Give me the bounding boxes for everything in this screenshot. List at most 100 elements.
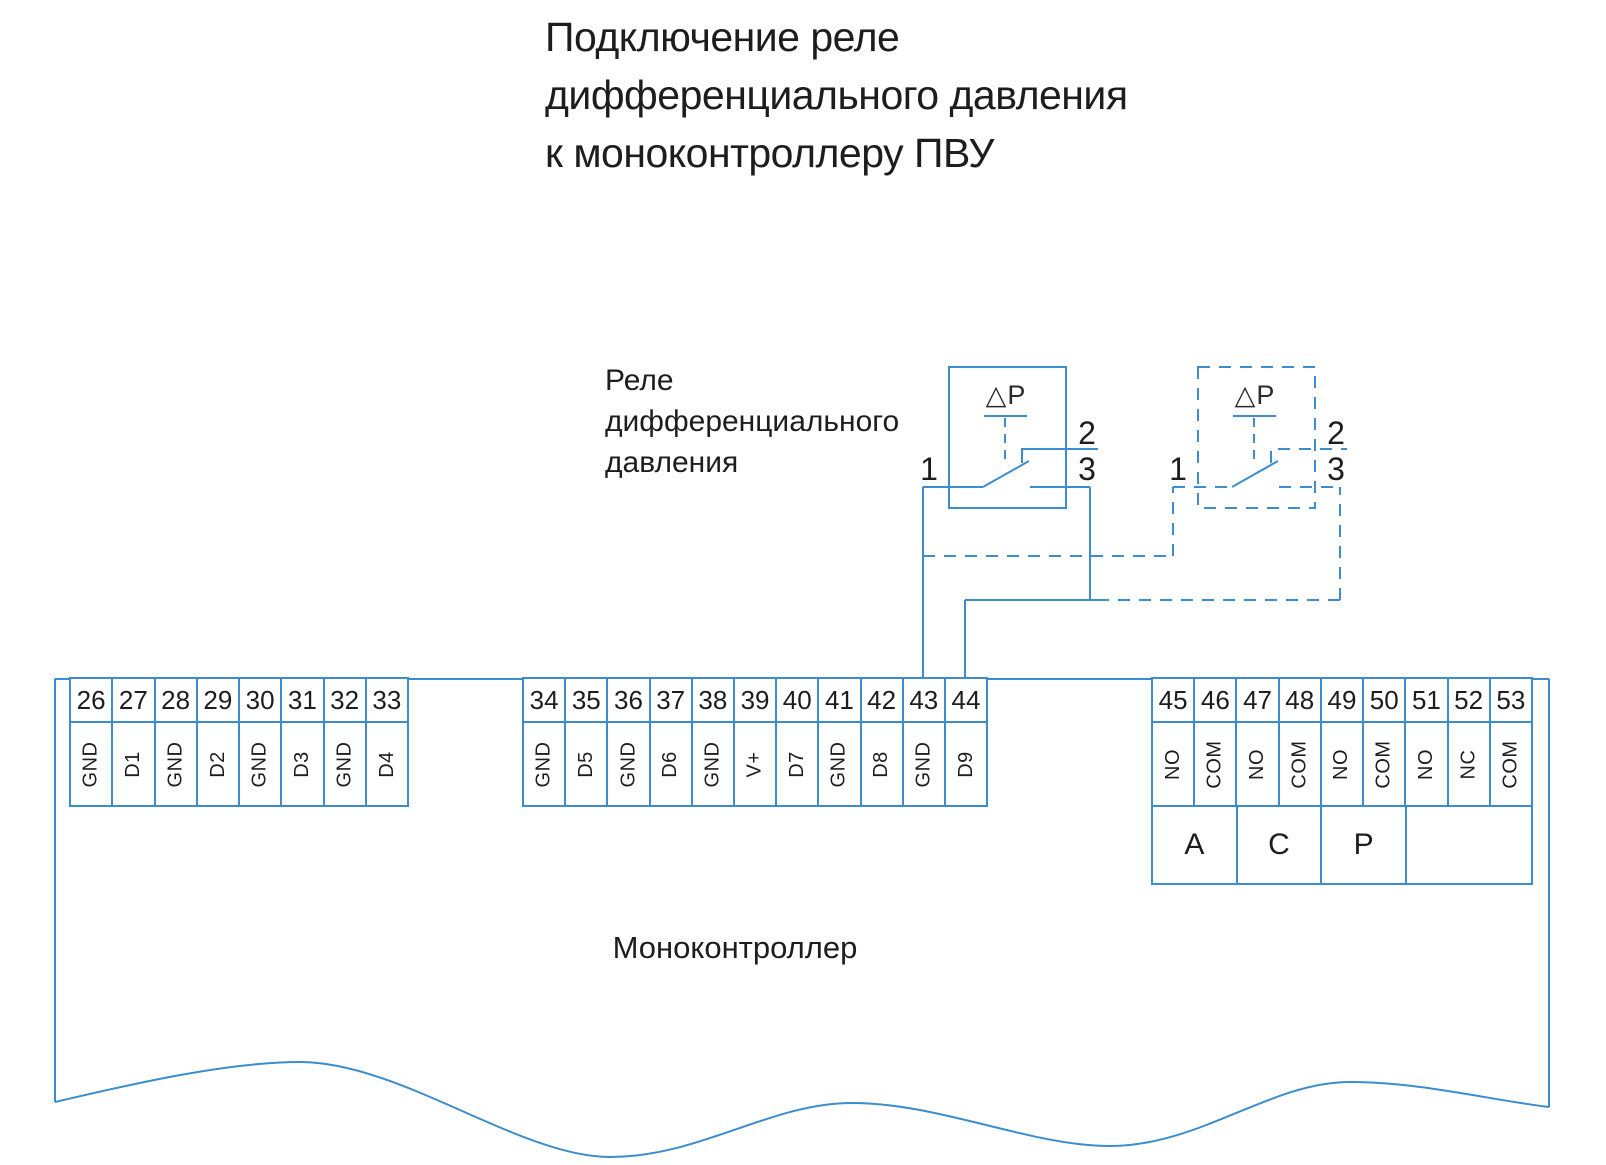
terminal-48-number: 48: [1277, 679, 1320, 721]
terminal-27-label-cell: D1: [111, 723, 153, 805]
terminal-43-number: 43: [901, 679, 944, 721]
relay-1-contact-2: [1021, 448, 1098, 463]
terminal-39-label-cell: V+: [732, 723, 775, 805]
terminal-46-label: COM: [1203, 739, 1226, 789]
terminal-30-label: GND: [248, 741, 271, 787]
terminal-35-number: 35: [564, 679, 606, 721]
relay-2-pin-1-label: 1: [1169, 451, 1187, 487]
drawing-title-line-2: дифференциального давления: [545, 72, 1128, 118]
relay-1-switch-blade: [982, 460, 1030, 488]
terminal-51-label-cell: NO: [1404, 723, 1446, 805]
terminal-51-number: 51: [1404, 679, 1446, 721]
terminal-33-label: D4: [375, 750, 398, 778]
terminal-38-number: 38: [690, 679, 733, 721]
terminal-38-label-cell: GND: [690, 723, 733, 805]
terminal-40-label: D7: [785, 750, 808, 778]
relay-1-pin-2-label: 2: [1078, 415, 1096, 451]
drawing-title-line-3: к моноконтроллеру ПВУ: [545, 130, 994, 176]
relay-2-switch-blade: [1231, 460, 1279, 488]
terminal-32-number: 32: [322, 679, 365, 721]
terminal-48-label: COM: [1288, 739, 1311, 789]
terminal-28-label: GND: [164, 741, 187, 787]
terminal-29-label: D2: [206, 750, 229, 778]
terminal-29-label-cell: D2: [195, 723, 238, 805]
terminal-34-number: 34: [529, 684, 559, 715]
terminal-49-number: 49: [1319, 679, 1362, 721]
terminal-51-label: NO: [1414, 748, 1437, 780]
terminal-27-number: 27: [111, 679, 153, 721]
terminal-26-number: 26: [76, 684, 106, 715]
terminal-42-label: D8: [870, 750, 893, 778]
terminal-37-number: 37: [648, 679, 691, 721]
terminal-45-label: NO: [1161, 748, 1184, 780]
terminal-47-label-cell: NO: [1235, 723, 1277, 805]
terminal-41-number: 41: [817, 679, 859, 721]
output-group-C: C: [1235, 807, 1321, 883]
output-group-blank: [1405, 807, 1531, 883]
relay-caption-line-2: дифференциального: [605, 405, 900, 438]
terminal-34-label-cell: GND: [524, 723, 564, 805]
relay-2-dp-symbol: △P: [1235, 380, 1276, 410]
terminal-42-number: 42: [859, 679, 902, 721]
terminal-45-label-cell: NO: [1153, 723, 1193, 805]
relay-1-pin-1-label: 1: [920, 451, 938, 487]
terminal-37-label: D6: [659, 750, 682, 778]
terminal-49-label: NO: [1330, 748, 1353, 780]
terminal-37-label-cell: D6: [648, 723, 691, 805]
terminal-45-number: 45: [1158, 684, 1188, 715]
terminal-52-label-cell: NC: [1446, 723, 1489, 805]
controller-label: Моноконтроллер: [612, 930, 858, 965]
relay-1-box: [948, 366, 1067, 509]
terminal-42-label-cell: D8: [859, 723, 902, 805]
terminal-53-label: COM: [1499, 739, 1522, 789]
drawing-title: Подключение реле дифференциального давле…: [545, 8, 1128, 182]
relay-2-pin-3-label: 3: [1327, 451, 1345, 487]
terminal-40-label-cell: D7: [775, 723, 817, 805]
terminal-52-label: NC: [1457, 749, 1480, 779]
terminal-47-number: 47: [1235, 679, 1277, 721]
terminal-30-number: 30: [238, 679, 280, 721]
terminal-31-number: 31: [280, 679, 322, 721]
terminal-29-number: 29: [195, 679, 238, 721]
terminal-46-number: 46: [1193, 679, 1235, 721]
output-group-P: P: [1320, 807, 1405, 883]
relay-1-dp-symbol: △P: [986, 380, 1027, 410]
terminal-43-label-cell: GND: [901, 723, 944, 805]
terminal-50-number: 50: [1362, 679, 1404, 721]
terminal-40-number: 40: [775, 679, 817, 721]
terminal-36-number: 36: [606, 679, 648, 721]
terminal-26-label-cell: GND: [71, 723, 111, 805]
terminal-47-label: NO: [1246, 748, 1269, 780]
terminal-32-label: GND: [333, 741, 356, 787]
terminal-41-label-cell: GND: [817, 723, 859, 805]
terminal-43-label: GND: [912, 741, 935, 787]
terminal-41-label: GND: [827, 741, 850, 787]
relay-2-contact-2: [1270, 448, 1347, 463]
relay-caption-line-1: Реле: [605, 364, 674, 397]
controller-break-wave: [54, 1060, 1550, 1159]
terminal-39-number: 39: [732, 679, 775, 721]
terminal-39-label: V+: [743, 750, 766, 778]
terminal-36-label-cell: GND: [606, 723, 648, 805]
terminal-38-label: GND: [701, 741, 724, 787]
terminal-35-label: D5: [574, 750, 597, 778]
terminal-26-label: GND: [79, 741, 102, 787]
terminal-53-label-cell: COM: [1488, 723, 1531, 805]
terminal-27-label: D1: [121, 750, 144, 778]
output-group-A: A: [1184, 828, 1205, 861]
drawing-title-line-1: Подключение реле: [545, 14, 900, 60]
terminal-35-label-cell: D5: [564, 723, 606, 805]
terminal-49-label-cell: NO: [1319, 723, 1362, 805]
terminal-33-label-cell: D4: [364, 723, 407, 805]
terminal-32-label-cell: GND: [322, 723, 365, 805]
terminal-28-number: 28: [153, 679, 196, 721]
